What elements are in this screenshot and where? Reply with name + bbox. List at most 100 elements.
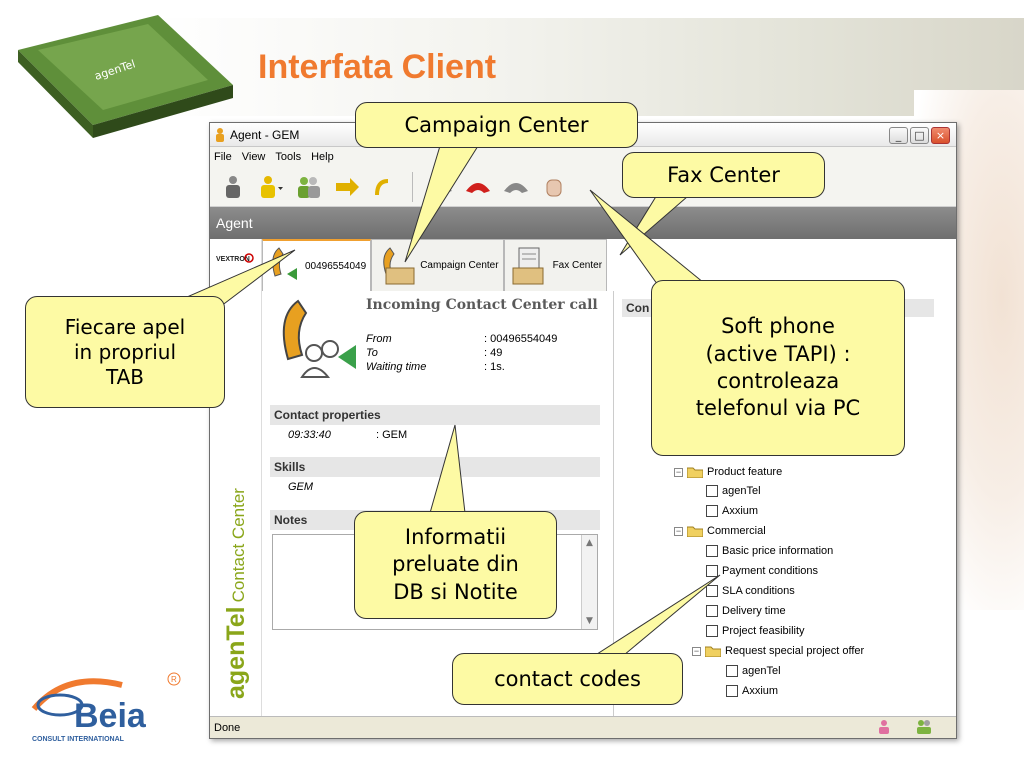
tree-group-commercial[interactable]: − Commercial (674, 525, 766, 537)
transfer-arrow-icon (336, 177, 359, 196)
from-value: : 00496554049 (484, 333, 558, 345)
checkbox[interactable] (706, 505, 718, 517)
callout-line: Soft phone (721, 314, 835, 339)
collapse-icon[interactable]: − (692, 645, 701, 656)
tree-item[interactable]: Payment conditions (706, 565, 818, 577)
title-band (150, 18, 1024, 116)
tree-item-label: Basic price information (722, 545, 834, 557)
agent-status-icon (879, 720, 889, 734)
checkbox[interactable] (726, 685, 738, 697)
tab-campaign-center[interactable]: Campaign Center (371, 239, 504, 291)
hold-button[interactable] (501, 172, 531, 202)
callout-line: TAB (105, 364, 145, 389)
tab-incoming-call[interactable]: 00496554049 (262, 239, 372, 291)
menu-file[interactable]: File (214, 151, 232, 163)
callout-fax-center: Fax Center (622, 152, 825, 198)
tree-item[interactable]: agenTel (706, 485, 761, 497)
status-text: Done (214, 722, 241, 734)
contact-value: : GEM (376, 429, 408, 441)
beia-logo: Beia CONSULT INTERNATIONAL R (31, 672, 181, 743)
skills-header: Skills (270, 457, 600, 477)
tree-item-label: Payment conditions (722, 565, 818, 577)
callout-line: controleaza (716, 369, 840, 393)
answer-button[interactable] (425, 172, 455, 202)
agent-status-button[interactable] (256, 172, 286, 202)
product-label: agenTelContact Center (222, 488, 251, 699)
agent-offline-button[interactable] (218, 172, 248, 202)
tree-item[interactable]: Axxium (706, 505, 758, 517)
folder-icon (705, 646, 721, 657)
hangup-button[interactable] (463, 172, 493, 202)
checkbox[interactable] (706, 545, 718, 557)
callout-line: DB si Notite (393, 579, 518, 604)
menu-view[interactable]: View (241, 151, 266, 163)
tree-item[interactable]: Axxium (726, 685, 778, 697)
campaign-folder-icon (383, 246, 415, 284)
fax-folder-icon (512, 247, 544, 284)
callout-db-notes: Informatii preluate din DB si Notite (354, 511, 557, 619)
window-title: Agent - GEM (230, 127, 300, 142)
tree-group-product-feature[interactable]: − Product feature (674, 466, 782, 478)
hand-stop-icon (546, 179, 562, 196)
collapse-icon[interactable]: − (674, 466, 683, 477)
vextron-logo: VEXTRON (216, 253, 254, 263)
maximize-button[interactable]: □ (910, 127, 929, 144)
agent-bar: Agent (210, 207, 956, 239)
tab-label: Fax Center (552, 260, 603, 271)
callout-line: preluate din (392, 552, 519, 577)
handset-dark-icon (504, 182, 528, 193)
tree-item[interactable]: Basic price information (706, 545, 833, 557)
status-bar: Done (210, 716, 956, 738)
handset-gray-icon (428, 182, 452, 193)
to-label: To (366, 347, 378, 359)
beia-tagline: CONSULT INTERNATIONAL (32, 736, 125, 743)
contact-properties-header: Contact properties (270, 405, 600, 425)
transfer-button[interactable] (332, 172, 362, 202)
checkbox[interactable] (726, 665, 738, 677)
agent-app-icon (216, 127, 224, 142)
minimize-button[interactable]: _ (889, 127, 908, 144)
person-gray-icon (226, 175, 240, 198)
checkbox[interactable] (706, 585, 718, 597)
callout-tab-per-call: Fiecare apel in propriul TAB (25, 296, 225, 408)
tree-group-special-offer[interactable]: − Request special project offer (692, 645, 864, 657)
scroll-down-icon[interactable]: ▼ (586, 616, 593, 626)
tree-item[interactable]: Project feasibility (706, 625, 805, 637)
callout-soft-phone: Soft phone (active TAPI) : controleaza t… (651, 280, 905, 456)
toolbar (210, 167, 956, 207)
callout-line: (active TAPI) : (705, 341, 851, 366)
stop-button[interactable] (539, 172, 569, 202)
callout-line: Fiecare apel (64, 314, 186, 339)
close-button[interactable]: × (931, 127, 950, 144)
queue-button[interactable] (370, 172, 400, 202)
checkbox[interactable] (706, 625, 718, 637)
waiting-time-value: : 1s. (484, 361, 505, 373)
tree-item-label: Delivery time (722, 605, 786, 617)
tree-item-label: SLA conditions (722, 585, 795, 597)
collapse-icon[interactable]: − (674, 525, 683, 536)
tree-item[interactable]: Delivery time (706, 605, 786, 617)
callout-contact-codes: contact codes (452, 653, 683, 705)
incoming-call-icon (272, 247, 297, 280)
tab-label: Campaign Center (420, 260, 499, 271)
group-status-icon (917, 720, 931, 734)
checkbox[interactable] (706, 565, 718, 577)
person-yellow-icon (261, 175, 283, 198)
checkbox[interactable] (706, 605, 718, 617)
call-tabs: 00496554049 Campaign Center Fax Center (262, 239, 608, 291)
tree-item-label: agenTel (742, 665, 781, 677)
tree-item-label: Project feasibility (722, 625, 805, 637)
tree-group-label: Request special project offer (725, 645, 865, 657)
tab-fax-center[interactable]: Fax Center (503, 239, 608, 291)
scroll-up-icon[interactable]: ▲ (586, 538, 593, 548)
menu-help[interactable]: Help (311, 151, 334, 163)
group-button[interactable] (294, 172, 324, 202)
menu-bar: File View Tools Help (210, 147, 956, 167)
tree-group-label: Commercial (707, 525, 766, 537)
notes-scrollbar[interactable]: ▲ ▼ (581, 535, 597, 629)
tree-item[interactable]: agenTel (726, 665, 781, 677)
checkbox[interactable] (706, 485, 718, 497)
tree-item[interactable]: SLA conditions (706, 585, 795, 597)
callout-campaign-center: Campaign Center (355, 102, 638, 148)
menu-tools[interactable]: Tools (275, 151, 302, 163)
